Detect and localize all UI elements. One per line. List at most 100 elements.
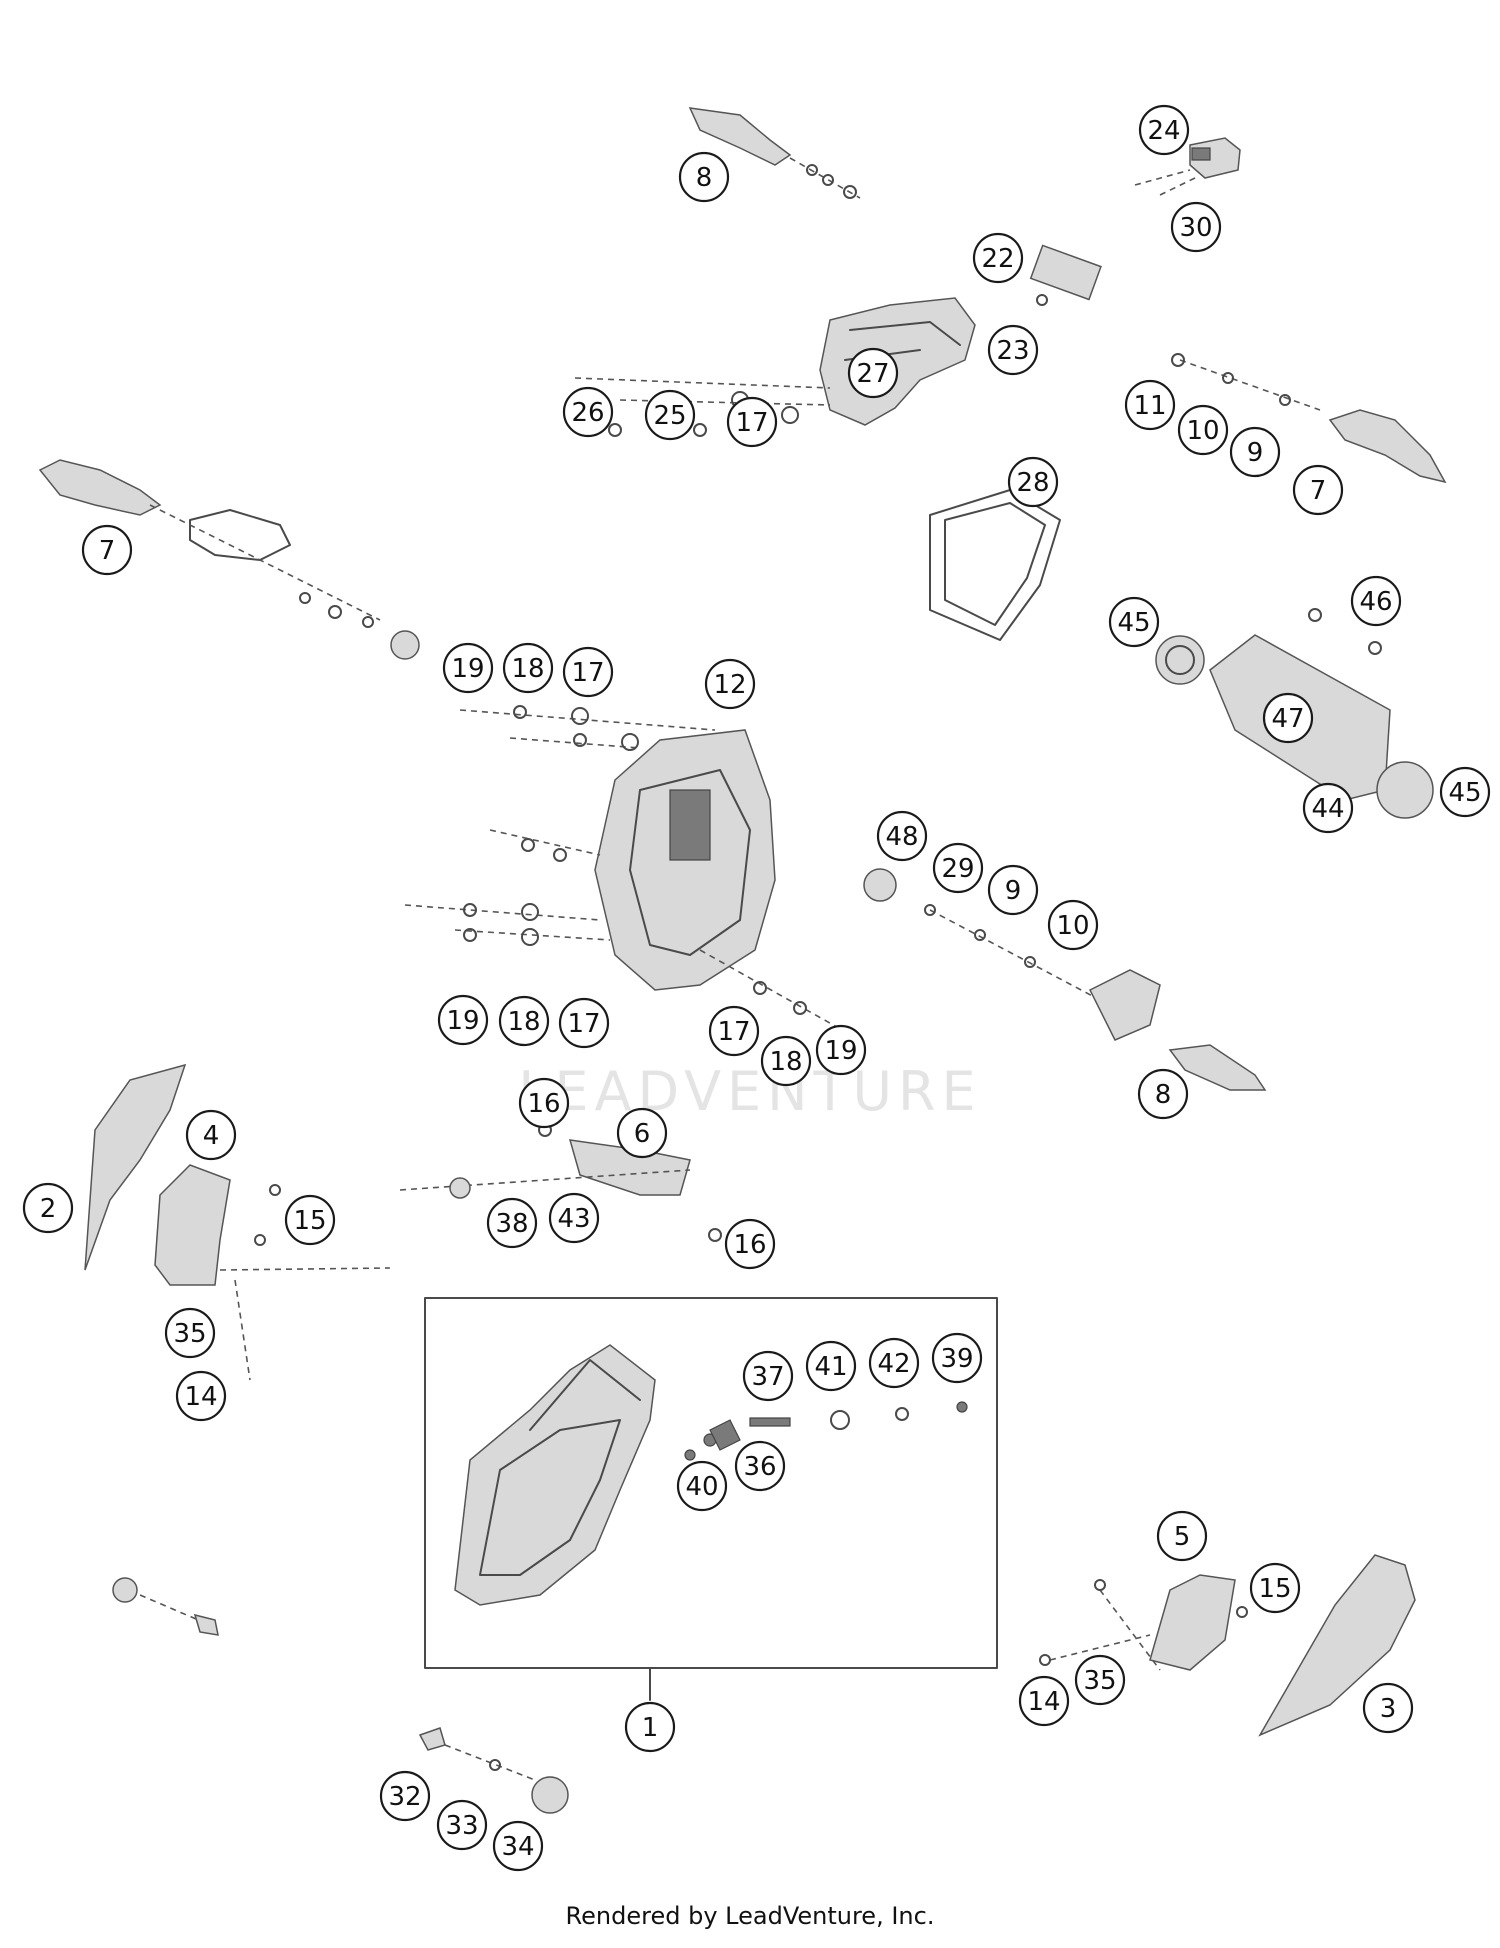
callout-18: 18 — [502, 642, 554, 694]
turn-signal-right — [1171, 353, 1447, 484]
headlight — [454, 1344, 968, 1606]
callout-circle — [678, 151, 730, 203]
callout-number: 36 — [743, 1452, 776, 1482]
callout-number: 35 — [1083, 1666, 1116, 1696]
headlight-bracket — [404, 705, 861, 1041]
callout-circle — [734, 1440, 786, 1492]
callout-number: 17 — [717, 1017, 750, 1047]
callout-47: 47 — [1262, 692, 1314, 744]
callout-circle — [987, 324, 1039, 376]
callout-46: 46 — [1350, 575, 1402, 627]
callout-number: 6 — [634, 1119, 651, 1149]
callout-circle — [518, 1077, 570, 1129]
callout-number: 15 — [1258, 1574, 1291, 1604]
turn-signal-front-right — [863, 868, 1267, 1091]
callout-8: 8 — [1137, 1068, 1189, 1120]
callout-number: 35 — [173, 1319, 206, 1349]
callout-number: 30 — [1179, 213, 1212, 243]
callout-3: 3 — [1362, 1682, 1414, 1734]
callout-25: 25 — [644, 389, 696, 441]
callout-circle — [436, 1799, 488, 1851]
callout-7: 7 — [81, 524, 133, 576]
callout-circle — [1229, 426, 1281, 478]
callout-23: 23 — [987, 324, 1039, 376]
callout-45: 45 — [1108, 596, 1160, 648]
callout-41: 41 — [805, 1340, 857, 1392]
callout-45: 45 — [1439, 766, 1491, 818]
callout-circle — [562, 386, 614, 438]
part-drawings — [38, 107, 1447, 1814]
callout-30: 30 — [1170, 201, 1222, 253]
callout-circle — [876, 810, 928, 862]
watermark: LEADVENTURE — [518, 1060, 981, 1123]
position-light-bulb-left — [112, 1577, 219, 1636]
callout-circle — [1124, 379, 1176, 431]
turn-signal-top — [688, 107, 861, 199]
callout-circle — [284, 1194, 336, 1246]
callout-circle — [1292, 464, 1344, 516]
callout-43: 43 — [548, 1192, 600, 1244]
callout-number: 11 — [1133, 391, 1166, 421]
callout-number: 2 — [40, 1194, 57, 1224]
callout-19: 19 — [437, 994, 489, 1046]
callout-26: 26 — [562, 386, 614, 438]
callout-circle — [1177, 404, 1229, 456]
callout-circle — [1262, 692, 1314, 744]
callout-35: 35 — [1074, 1654, 1126, 1706]
callout-number: 45 — [1448, 778, 1481, 808]
callout-17: 17 — [726, 396, 778, 448]
callout-number: 4 — [203, 1121, 220, 1151]
callout-number: 19 — [451, 654, 484, 684]
reflector — [1029, 244, 1102, 306]
callout-number: 43 — [557, 1204, 590, 1234]
position-light-bulb-bottom — [418, 1727, 569, 1814]
callout-number: 18 — [769, 1047, 802, 1077]
callout-32: 32 — [379, 1770, 431, 1822]
callout-22: 22 — [972, 232, 1024, 284]
callout-circle — [708, 1005, 760, 1057]
callout-29: 29 — [932, 842, 984, 894]
callout-14: 14 — [1018, 1675, 1070, 1727]
callout-circle — [1108, 596, 1160, 648]
callout-44: 44 — [1302, 782, 1354, 834]
right-cowl — [1258, 1554, 1416, 1737]
left-bracket — [154, 1164, 391, 1381]
callout-19: 19 — [815, 1024, 867, 1076]
callout-circle — [847, 347, 899, 399]
callout-circle — [724, 1218, 776, 1270]
callout-16: 16 — [724, 1218, 776, 1270]
callout-1: 1 — [624, 1701, 676, 1753]
callout-circle — [1350, 575, 1402, 627]
callout-circle — [492, 1820, 544, 1872]
callout-15: 15 — [1249, 1562, 1301, 1614]
callout-number: 39 — [940, 1344, 973, 1374]
callout-6: 6 — [616, 1107, 668, 1159]
callout-circle — [676, 1460, 728, 1512]
callout-circle — [726, 396, 778, 448]
callout-4: 4 — [185, 1109, 237, 1161]
callout-48: 48 — [876, 810, 928, 862]
callout-circle — [742, 1350, 794, 1402]
callout-circle — [1170, 201, 1222, 253]
callout-number: 18 — [507, 1007, 540, 1037]
callout-circle — [1439, 766, 1491, 818]
callout-number: 42 — [877, 1349, 910, 1379]
callout-circle — [1156, 1510, 1208, 1562]
callout-number: 25 — [653, 401, 686, 431]
callout-28: 28 — [1007, 456, 1059, 508]
callout-34: 34 — [492, 1820, 544, 1872]
callout-circle — [624, 1701, 676, 1753]
callout-number: 10 — [1056, 911, 1089, 941]
headlight-assembly-box — [424, 1297, 998, 1669]
callout-18: 18 — [498, 995, 550, 1047]
callout-number: 5 — [1174, 1522, 1191, 1552]
callout-circle — [932, 842, 984, 894]
callout-number: 12 — [713, 670, 746, 700]
callout-number: 17 — [567, 1009, 600, 1039]
callout-circle — [562, 646, 614, 698]
callout-circle — [644, 389, 696, 441]
callout-number: 27 — [856, 359, 889, 389]
callout-number: 38 — [495, 1209, 528, 1239]
callout-number: 37 — [751, 1362, 784, 1392]
